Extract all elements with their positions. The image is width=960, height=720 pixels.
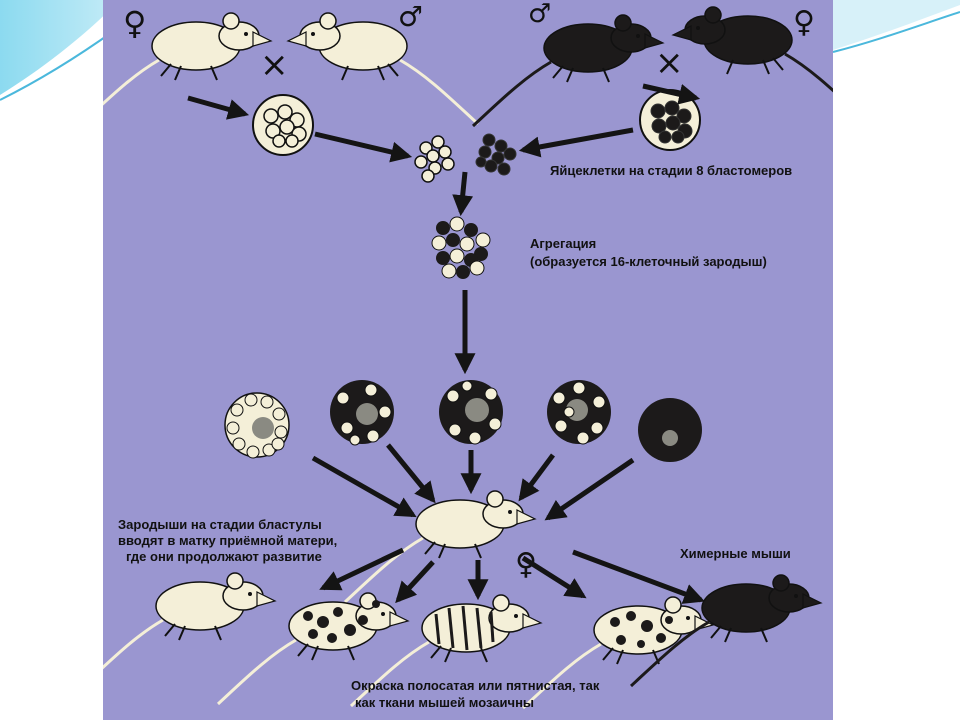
surrogate-mother-mouse xyxy=(343,489,537,604)
cross-symbol-left: × xyxy=(260,45,289,85)
blastula-label-line1: Зародыши на стадии бластулы xyxy=(118,517,322,532)
black-blastomeres xyxy=(475,133,517,176)
chimera-diagram: ♀ ♂ × ♂ × ♀ xyxy=(103,0,833,710)
slide-swoosh-left xyxy=(0,0,120,95)
female-symbol-left: ♀ xyxy=(123,4,146,42)
blastula-black xyxy=(638,398,702,462)
blastomeres-label: Яйцеклетки на стадии 8 бластомеров xyxy=(550,163,793,178)
chimeric-label: Химерные мыши xyxy=(680,546,791,561)
aggregation-label-line2: (образуется 16-клеточный зародыш) xyxy=(530,254,767,269)
blastula-mixed-1 xyxy=(330,380,394,446)
male-symbol-right: ♂ xyxy=(528,0,551,29)
coloring-label-line2: как ткани мышей мозаичны xyxy=(355,695,535,710)
coloring-label-line1: Окраска полосатая или пятнистая, так xyxy=(351,678,600,693)
slide-swoosh-right-line xyxy=(832,11,960,53)
blastula-white xyxy=(224,392,290,459)
female-symbol-right: ♀ xyxy=(793,5,815,40)
blastula-label-line3: где они продолжают развитие xyxy=(126,549,322,564)
offspring-white xyxy=(103,571,277,686)
offspring-striped xyxy=(349,593,543,708)
white-egg-8-cell xyxy=(252,94,314,156)
offspring-spotted-1 xyxy=(216,591,410,706)
black-egg-8-cell xyxy=(639,89,701,151)
male-symbol-left: ♂ xyxy=(398,0,423,33)
aggregation-label-line1: Агрегация xyxy=(530,236,597,251)
diagram-panel: ♀ ♂ × ♂ × ♀ xyxy=(103,0,833,720)
arrows xyxy=(187,83,705,604)
slide-swoosh-right xyxy=(833,0,960,50)
blastula-mixed-2 xyxy=(439,380,503,445)
white-male-mouse xyxy=(288,13,478,124)
black-male-mouse xyxy=(471,13,665,128)
white-blastomeres xyxy=(414,135,455,183)
offspring-spotted-2 xyxy=(521,595,715,710)
blastula-label-line2: вводят в матку приёмной матери, xyxy=(118,533,338,548)
aggregated-embryo xyxy=(431,216,491,279)
cross-symbol-right: × xyxy=(655,43,684,83)
blastula-mixed-3 xyxy=(547,380,611,445)
female-symbol-offspring: ♀ xyxy=(515,547,537,582)
